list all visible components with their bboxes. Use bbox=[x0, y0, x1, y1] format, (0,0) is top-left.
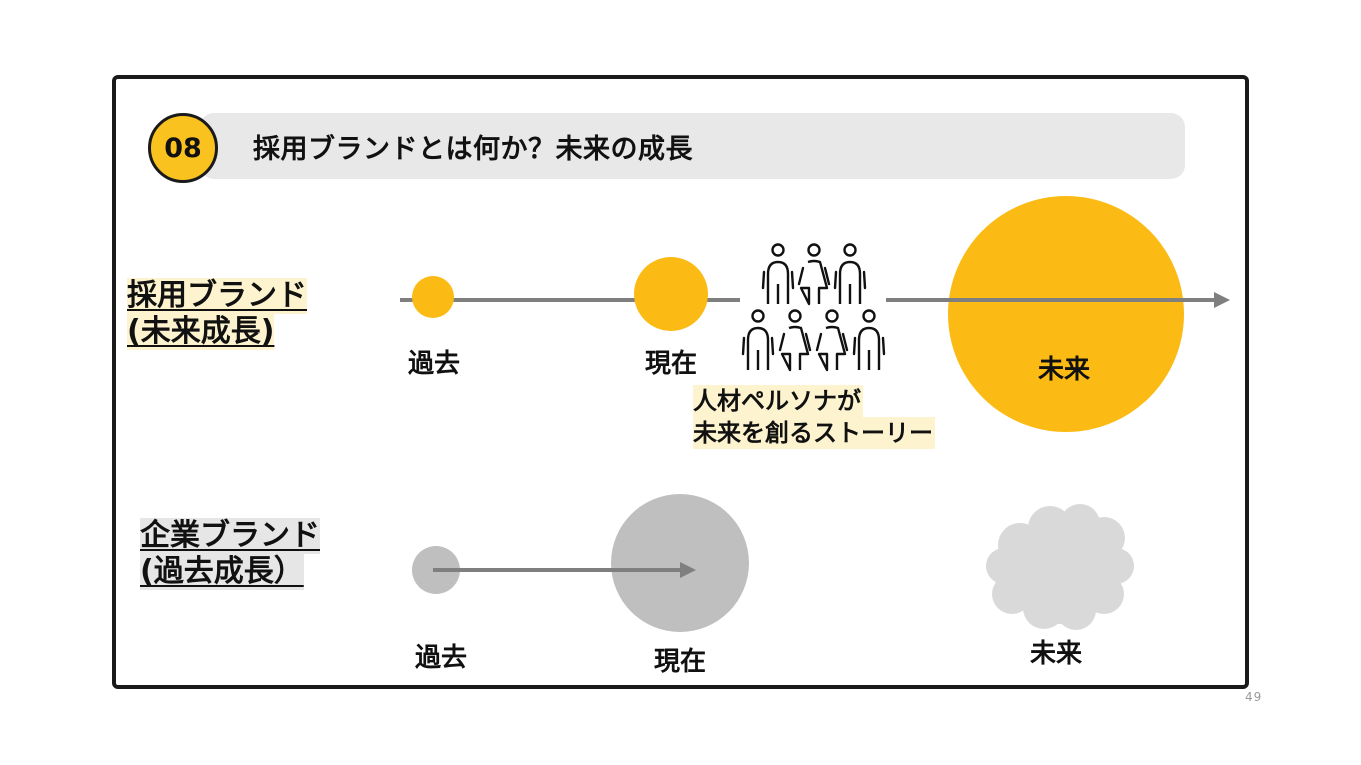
title-bar bbox=[200, 113, 1185, 179]
corp-future-label: 未来 bbox=[1030, 639, 1083, 669]
corporate-brand-label: 企業ブランド (過去成長） bbox=[140, 518, 320, 590]
section-badge: 08 bbox=[148, 113, 218, 183]
persona-group-icon bbox=[741, 243, 886, 372]
corp-present-label: 現在 bbox=[654, 647, 707, 677]
page-number: 49 bbox=[1245, 690, 1263, 704]
cloud-icon bbox=[986, 504, 1134, 630]
recruit-past-circle bbox=[412, 276, 454, 318]
corp-label-line1: 企業ブランド bbox=[140, 518, 320, 554]
recruit-future-label: 未来 bbox=[1038, 355, 1091, 385]
recruit-present-circle bbox=[634, 257, 708, 331]
recruit-future-circle bbox=[948, 196, 1184, 432]
recruit-label-line2: (未来成長) bbox=[127, 314, 275, 350]
persona-caption: 人材ペルソナが 未来を創るストーリー bbox=[693, 385, 935, 449]
recruit-past-label: 過去 bbox=[408, 349, 461, 379]
corp-arrow-head bbox=[680, 562, 696, 578]
recruit-arrow-head bbox=[1214, 292, 1230, 308]
persona-line1: 人材ペルソナが bbox=[693, 385, 863, 417]
slide-frame bbox=[112, 75, 1249, 689]
recruit-brand-label: 採用ブランド (未来成長) bbox=[127, 278, 307, 350]
page-title: 採用ブランドとは何か？未来の成長 bbox=[253, 134, 693, 165]
recruit-present-label: 現在 bbox=[645, 349, 698, 379]
corp-label-line2: (過去成長） bbox=[140, 554, 304, 590]
persona-line2: 未来を創るストーリー bbox=[693, 417, 935, 449]
recruit-label-line1: 採用ブランド bbox=[127, 278, 307, 314]
corp-past-label: 過去 bbox=[415, 643, 468, 673]
